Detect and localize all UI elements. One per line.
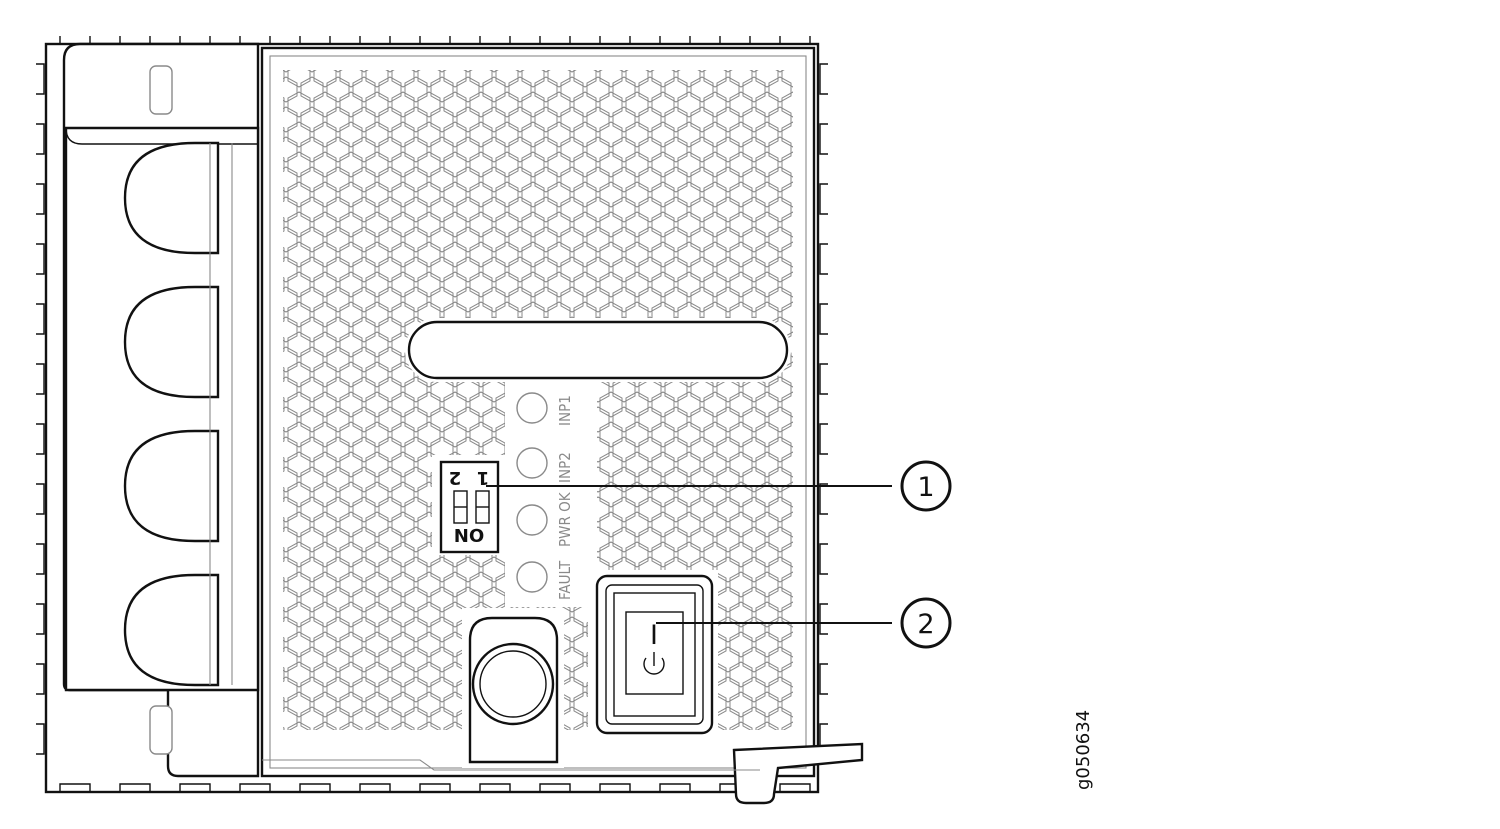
dip-position-2: 2	[449, 467, 462, 488]
callout-leaders	[486, 485, 892, 624]
ejector-slot	[407, 320, 789, 380]
handle-grip-lobes	[123, 141, 233, 687]
status-leds: INP1 INP2 PWR OK FAULT	[516, 392, 574, 600]
callout-1-number: 1	[917, 472, 934, 503]
led-label-pwr-ok: PWR OK	[556, 491, 574, 547]
handle[interactable]	[62, 42, 260, 778]
figure-id: g050634	[1073, 710, 1094, 790]
captive-screw[interactable]	[468, 616, 559, 764]
power-switch[interactable]: I	[595, 574, 714, 735]
led-pwr-ok	[516, 504, 548, 536]
led-label-inp2: INP2	[556, 452, 574, 483]
led-fault	[516, 561, 548, 593]
power-on-symbol: I	[650, 620, 658, 651]
led-inp1	[516, 392, 548, 424]
callout-1: 1	[900, 460, 952, 512]
dip-on-label: ON	[454, 524, 484, 545]
led-label-fault: FAULT	[556, 560, 574, 600]
power-standby-icon	[643, 652, 665, 675]
dip-switch[interactable]: 2 1 ON	[439, 460, 500, 554]
callout-2: 2	[900, 597, 952, 649]
release-latch[interactable]	[732, 742, 864, 805]
callout-2-number: 2	[917, 609, 934, 640]
led-label-inp1: INP1	[556, 395, 574, 426]
led-inp2	[516, 447, 548, 479]
dip-position-1: 1	[477, 467, 490, 488]
